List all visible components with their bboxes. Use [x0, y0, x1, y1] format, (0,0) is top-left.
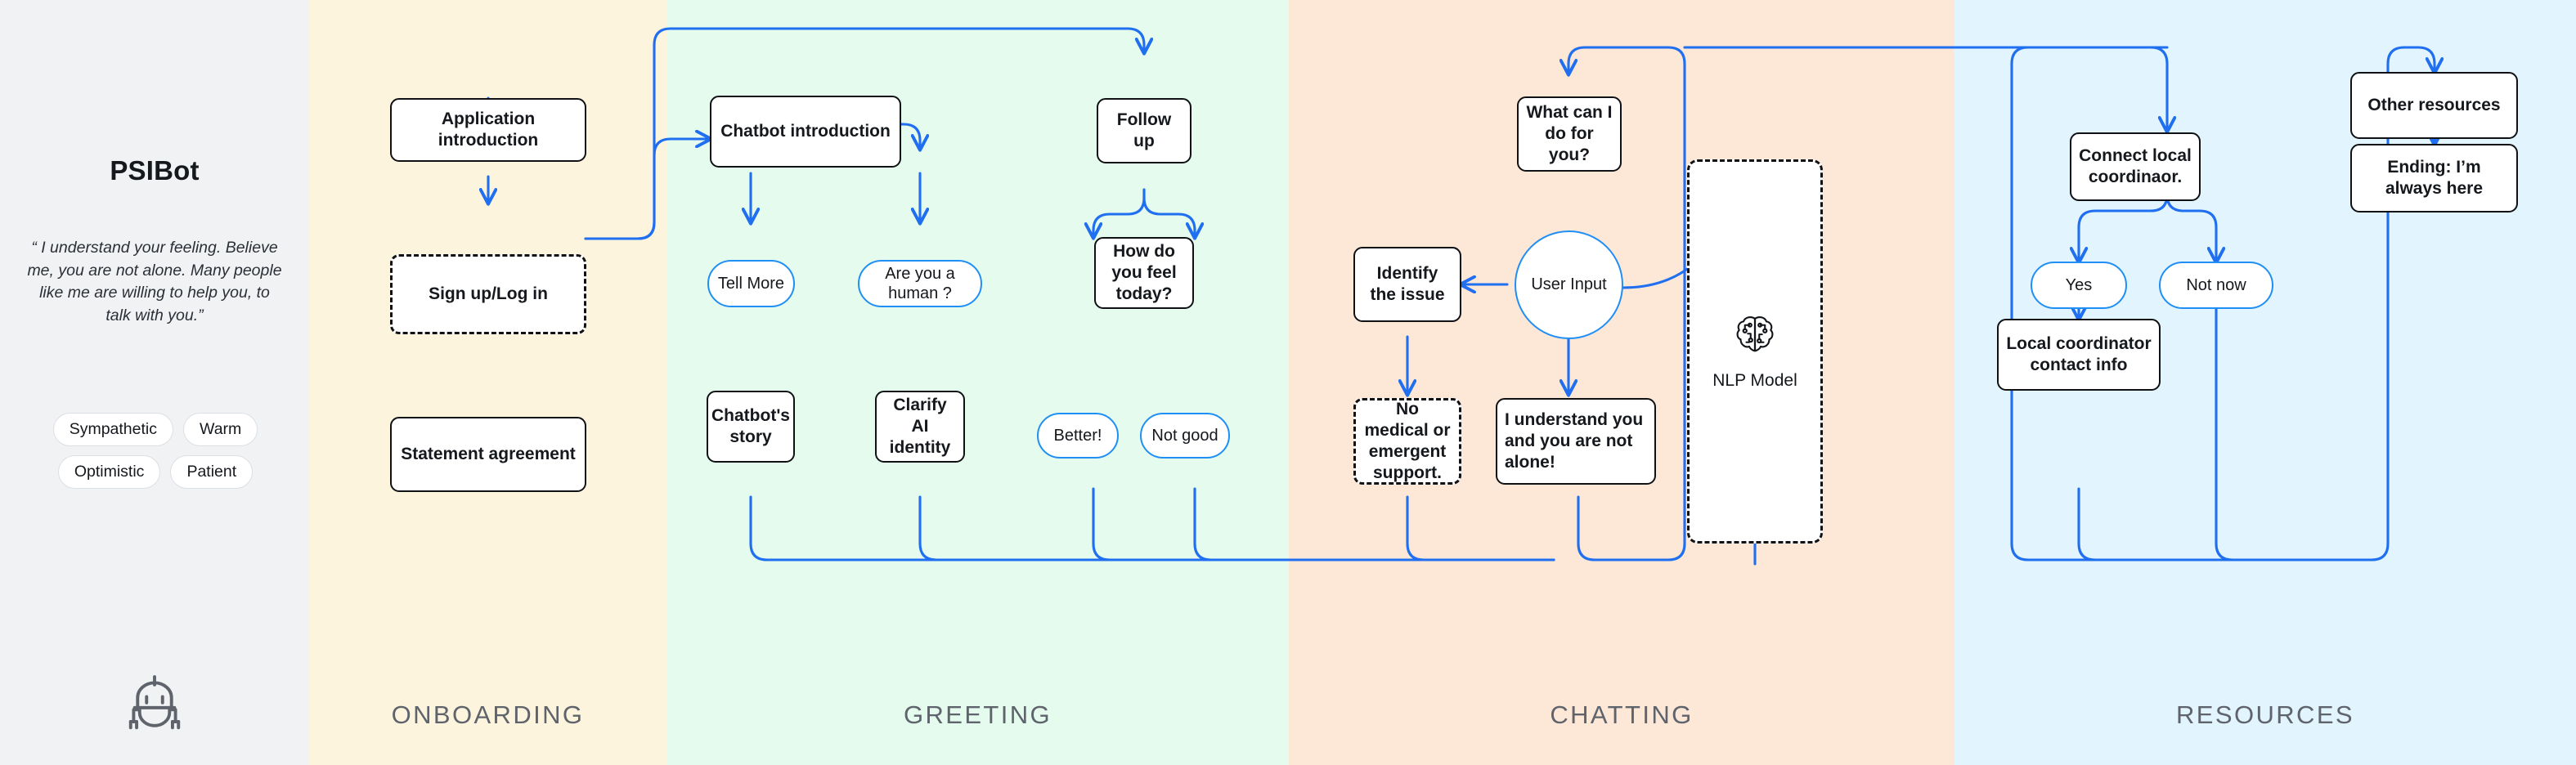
- node-label: Not good: [1151, 427, 1218, 445]
- node-how-do-you-feel-today[interactable]: How do you feel today?: [1094, 237, 1194, 309]
- node-label: Are you a human ?: [885, 265, 955, 302]
- node-label: Clarify AI identity: [889, 395, 951, 458]
- node-are-you-a-human[interactable]: Are you a human ?: [858, 260, 982, 307]
- node-chatbots-story[interactable]: Chatbot's story: [707, 391, 795, 463]
- node-yes[interactable]: Yes: [2031, 262, 2127, 309]
- persona-chip-warm[interactable]: Warm: [183, 413, 258, 446]
- node-connect-local-coordinator[interactable]: Connect local coordinaor.: [2070, 132, 2201, 201]
- node-follow-up[interactable]: Follow up: [1097, 98, 1192, 163]
- node-user-input[interactable]: User Input: [1515, 230, 1623, 339]
- persona-chip-optimistic[interactable]: Optimistic: [57, 455, 161, 489]
- node-clarify-ai-identity[interactable]: Clarify AI identity: [875, 391, 965, 463]
- node-better[interactable]: Better!: [1037, 413, 1119, 459]
- section-chatting-band: [1289, 0, 1954, 765]
- sidebar-panel: [0, 0, 309, 765]
- node-nlp-model[interactable]: NLP Model: [1687, 159, 1823, 544]
- persona-chip-sympathetic[interactable]: Sympathetic: [52, 413, 174, 446]
- node-label: Chatbot's story: [711, 405, 790, 446]
- node-label: Not now: [2186, 276, 2246, 294]
- brand-quote: “ I understand your feeling. Believe me,…: [27, 239, 282, 325]
- node-chatbot-introduction[interactable]: Chatbot introduction: [710, 96, 901, 168]
- node-label: What can I do for you?: [1526, 102, 1613, 165]
- node-not-good[interactable]: Not good: [1140, 413, 1230, 459]
- section-label-onboarding: ONBOARDING: [391, 700, 585, 729]
- section-label-resources: RESOURCES: [2176, 700, 2354, 729]
- persona-chip-patient[interactable]: Patient: [170, 455, 254, 489]
- section-label-chatting: CHATTING: [1550, 700, 1694, 729]
- node-label: How do you feel today?: [1111, 241, 1177, 304]
- node-ending-im-always-here[interactable]: Ending: I’m always here: [2350, 144, 2518, 212]
- brain-circuit-icon: [1736, 316, 1774, 352]
- node-label: Better!: [1053, 427, 1102, 445]
- node-label: Ending: I’m always here: [2385, 157, 2484, 198]
- section-label-greeting: GREETING: [903, 700, 1052, 729]
- node-label: Local coordinator contact info: [2006, 333, 2152, 374]
- node-label: Identify the issue: [1370, 263, 1445, 304]
- node-statement-agreement[interactable]: Statement agreement: [390, 417, 586, 492]
- node-label: Sign up/Log in: [429, 284, 548, 303]
- node-label: Application introduction: [438, 109, 539, 150]
- node-no-medical-support[interactable]: No medical or emergent support.: [1353, 398, 1461, 485]
- node-label: Other resources: [2367, 95, 2501, 114]
- node-label: Yes: [2065, 276, 2093, 294]
- node-not-now[interactable]: Not now: [2159, 262, 2273, 309]
- node-application-introduction[interactable]: Application introduction: [390, 98, 586, 162]
- node-sign-up-log-in[interactable]: Sign up/Log in: [390, 254, 586, 334]
- node-label: Statement agreement: [401, 444, 576, 463]
- node-label: I understand you and you are not alone!: [1505, 409, 1644, 472]
- node-label: User Input: [1531, 275, 1607, 293]
- page-title: PSIBot: [110, 155, 200, 186]
- node-label: Chatbot introduction: [720, 121, 891, 141]
- node-label: No medical or emergent support.: [1364, 399, 1451, 483]
- node-label: Follow up: [1116, 110, 1172, 150]
- node-label: Connect local coordinaor.: [2079, 145, 2192, 186]
- node-label: Tell More: [717, 275, 785, 293]
- node-local-coordinator-contact-info[interactable]: Local coordinator contact info: [1997, 319, 2161, 391]
- node-identify-the-issue[interactable]: Identify the issue: [1353, 247, 1461, 322]
- node-label: NLP Model: [1712, 371, 1797, 390]
- persona-chip-group: Sympathetic Warm Optimistic Patient: [16, 413, 294, 489]
- robot-icon: [128, 675, 181, 730]
- node-i-understand-you[interactable]: I understand you and you are not alone!: [1496, 398, 1656, 485]
- node-what-can-i-do-for-you[interactable]: What can I do for you?: [1517, 96, 1622, 172]
- node-other-resources[interactable]: Other resources: [2350, 72, 2518, 139]
- node-tell-more[interactable]: Tell More: [707, 260, 795, 307]
